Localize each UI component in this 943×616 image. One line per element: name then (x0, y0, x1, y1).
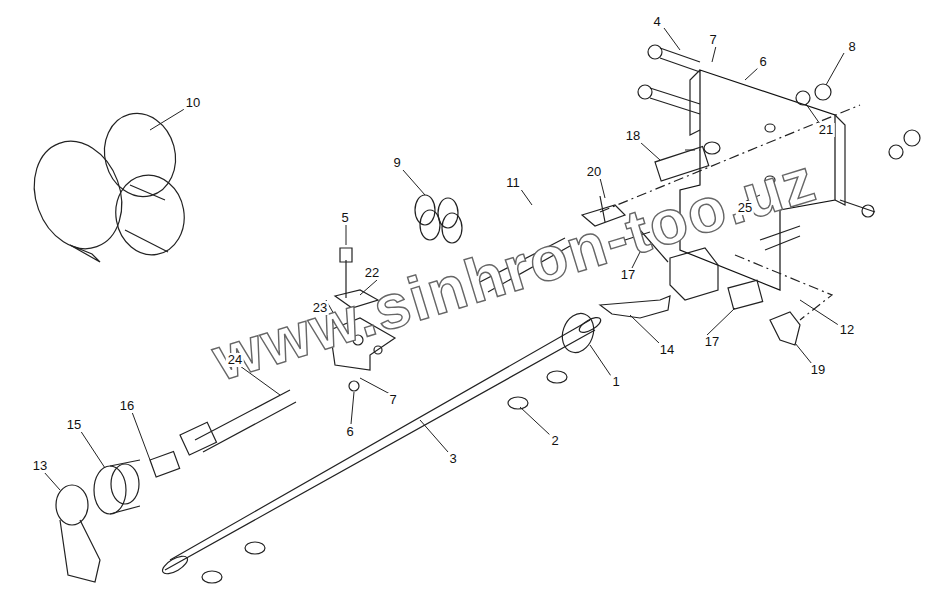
callout-number: 25 (736, 201, 754, 215)
callout-number: 13 (31, 459, 49, 473)
callout-number: 2 (549, 434, 560, 448)
callout-number: 6 (344, 425, 355, 439)
callout-number: 8 (846, 40, 857, 54)
callout-number: 4 (651, 15, 662, 29)
callout-number: 5 (339, 211, 350, 225)
callout-number: 12 (838, 323, 856, 337)
callout-number: 24 (226, 353, 244, 367)
callout-number: 9 (391, 156, 402, 170)
callout-number: 1 (610, 375, 621, 389)
callout-number: 7 (387, 393, 398, 407)
callout-number: 16 (118, 399, 136, 413)
callout-number: 23 (311, 301, 329, 315)
callout-number: 15 (65, 418, 83, 432)
callout-number: 17 (703, 335, 721, 349)
callout-number: 6 (757, 55, 768, 69)
callout-number: 18 (624, 129, 642, 143)
callout-number: 10 (184, 96, 202, 110)
callout-number: 21 (817, 123, 835, 137)
callout-number: 14 (658, 343, 676, 357)
callout-number: 19 (809, 363, 827, 377)
callout-number: 17 (619, 268, 637, 282)
callout-number: 22 (363, 266, 381, 280)
callout-number: 20 (585, 165, 603, 179)
callout-number: 3 (447, 452, 458, 466)
callout-number: 11 (504, 176, 522, 190)
callout-number: 7 (707, 33, 718, 47)
